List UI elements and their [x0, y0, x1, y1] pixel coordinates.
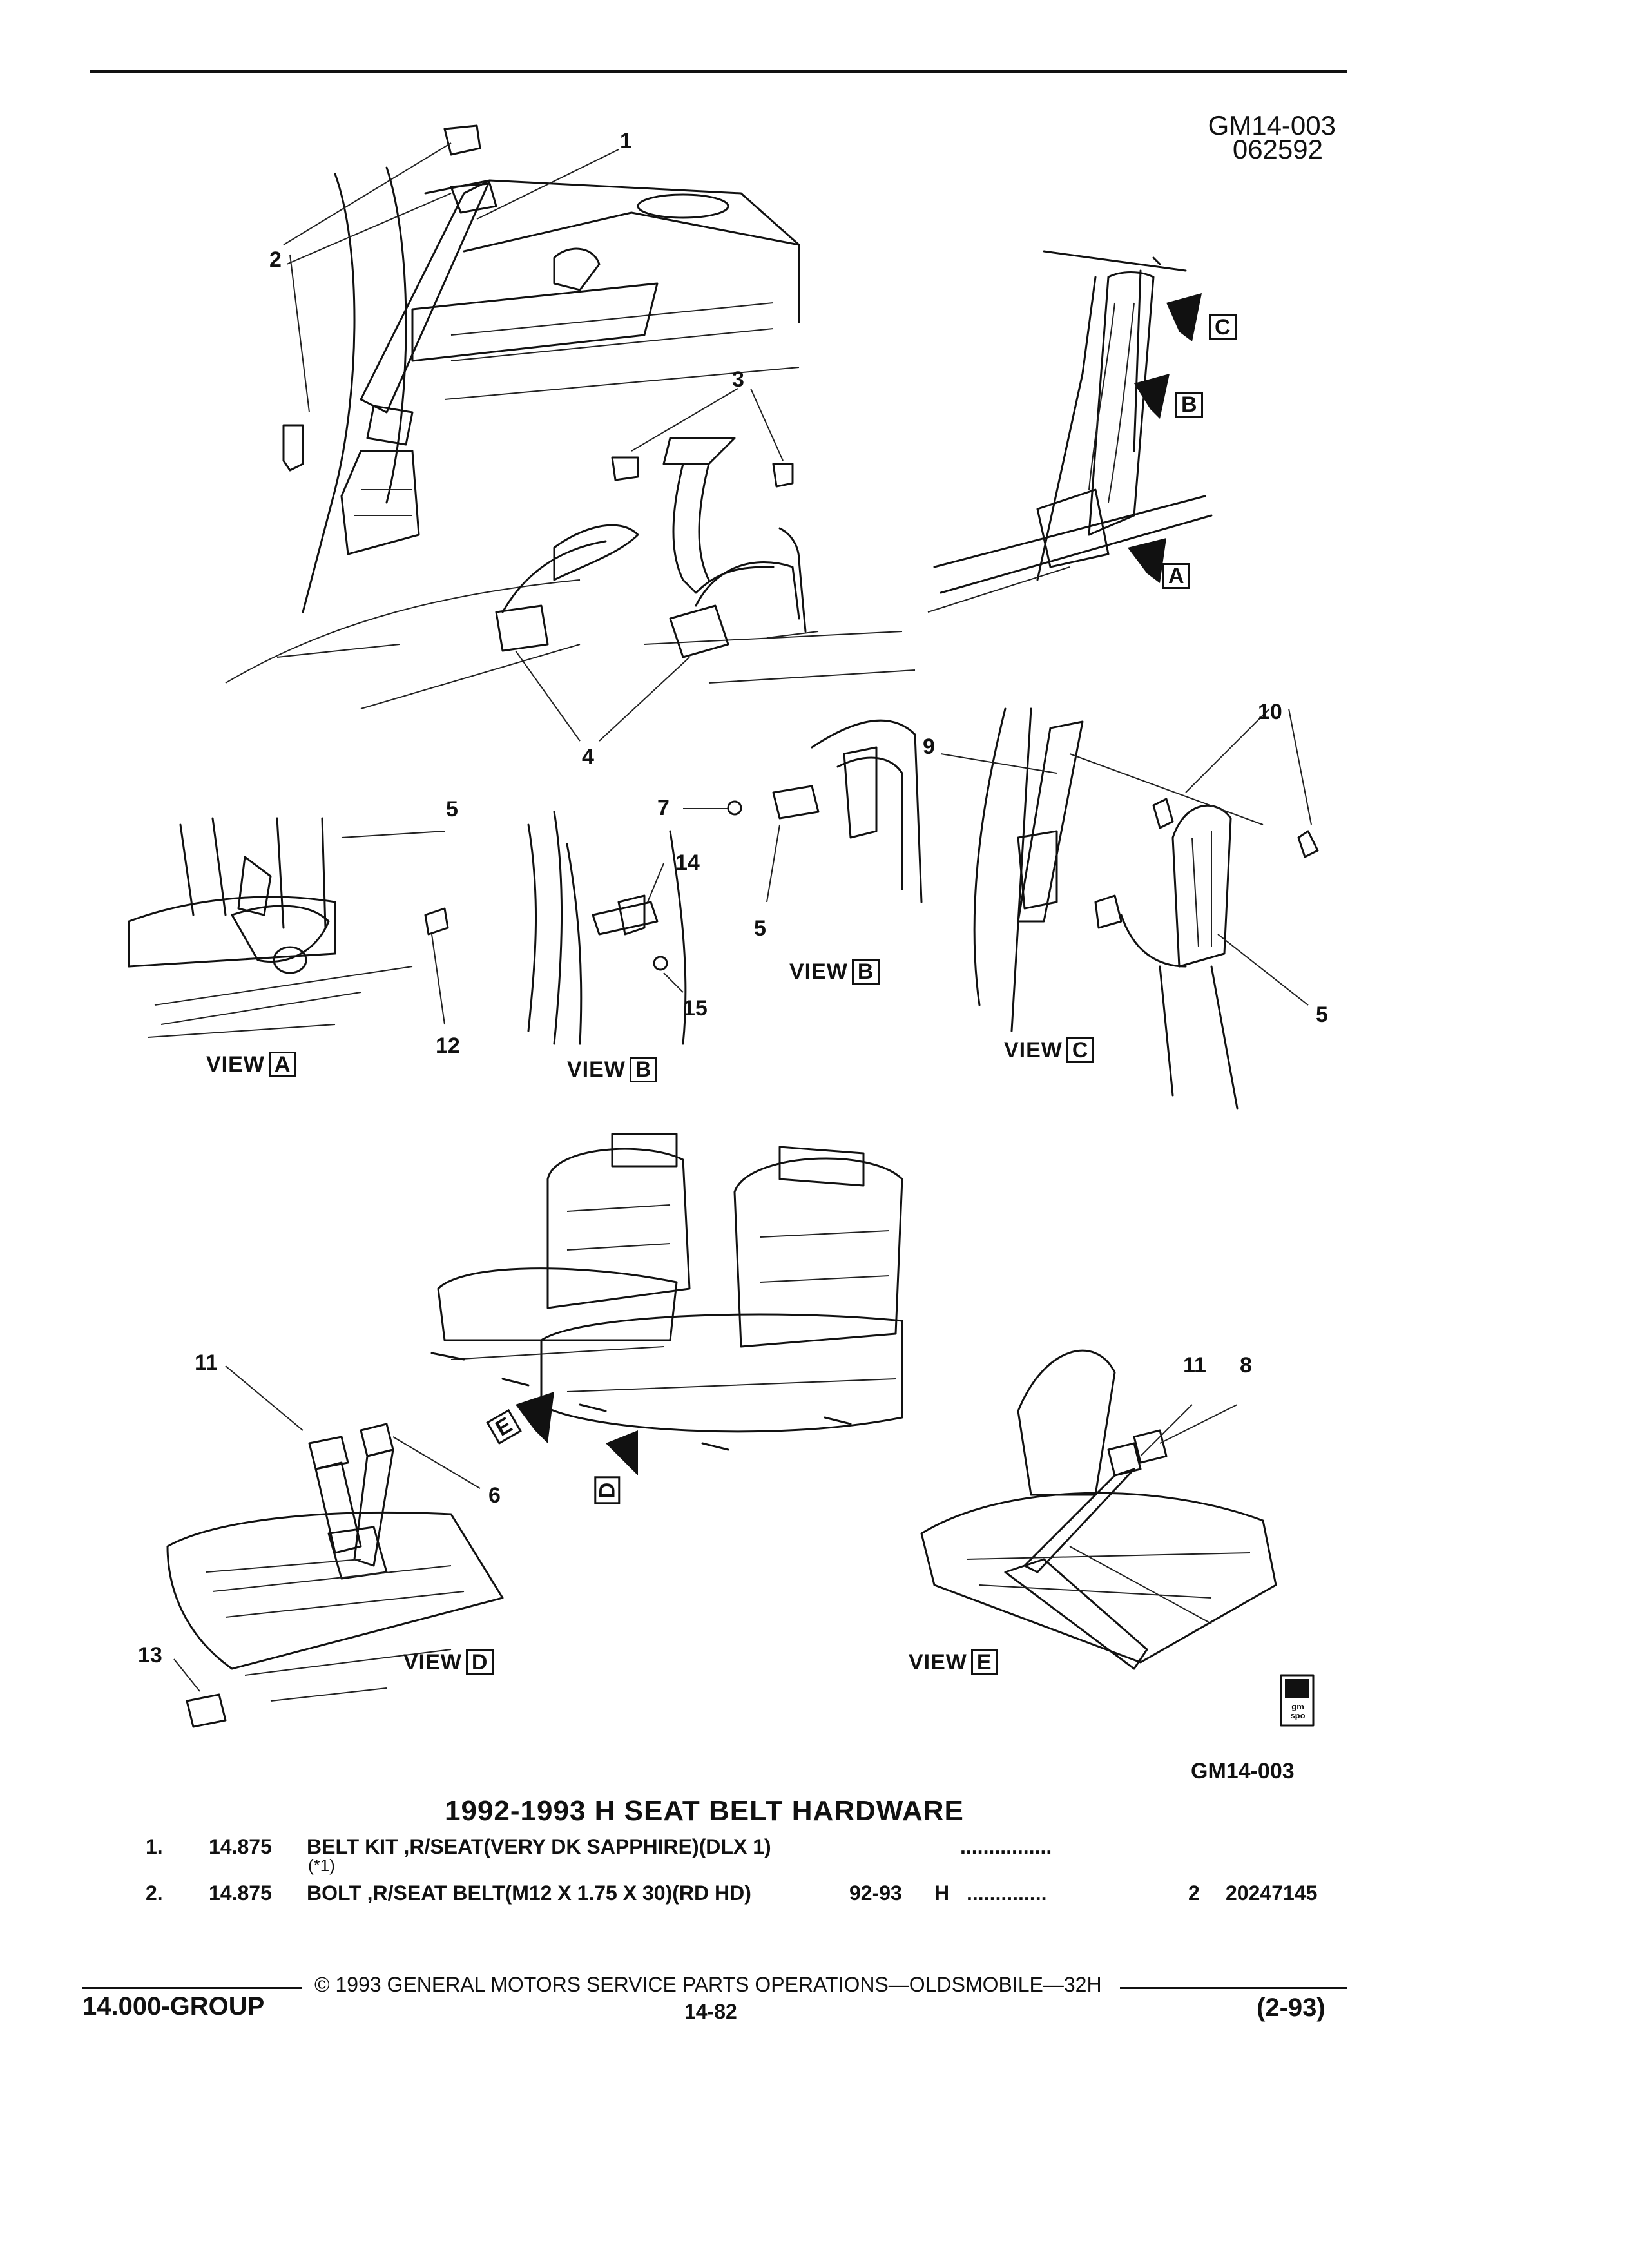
row-1-num: 1. — [146, 1835, 163, 1858]
callout-7: 7 — [657, 796, 670, 820]
callout-14: 14 — [675, 850, 700, 875]
callout-5-view-c: 5 — [1316, 1003, 1328, 1027]
row-2-years: 92-93 — [849, 1881, 902, 1905]
footer-rule-right — [1120, 1987, 1347, 1989]
view-b-right-drawing — [683, 719, 923, 903]
marker-a: A — [1159, 563, 1190, 589]
callout-3: 3 — [732, 367, 744, 392]
view-c-drawing — [940, 707, 1319, 1110]
gm-spo-logo — [1280, 1674, 1315, 1727]
callout-4: 4 — [582, 745, 594, 769]
gm-spo-logo-text: gm spo — [1290, 1702, 1306, 1720]
view-e-drawing — [920, 1349, 1277, 1670]
row-2-series: H — [934, 1881, 950, 1905]
view-b-left-drawing — [527, 811, 687, 1045]
callout-9: 9 — [923, 735, 935, 759]
page-number: 14-82 — [684, 2000, 737, 2023]
row-2-desc: BOLT ,R/SEAT BELT(M12 X 1.75 X 30)(RD HD… — [307, 1881, 751, 1905]
row-1-code: 14.875 — [209, 1835, 272, 1858]
top-rule — [90, 70, 1347, 73]
callout-11-view-d: 11 — [195, 1350, 218, 1375]
callout-13: 13 — [138, 1643, 162, 1667]
callout-8: 8 — [1240, 1353, 1252, 1378]
row-2-part-no: 20247145 — [1226, 1881, 1318, 1905]
copyright-line: © 1993 GENERAL MOTORS SERVICE PARTS OPER… — [314, 1973, 1102, 1996]
revision-code: (2-93) — [1257, 1994, 1325, 2022]
marker-d: D — [594, 1476, 621, 1508]
figure-ref-bottom: GM14-003 — [1191, 1759, 1295, 1783]
row-2-qty: 2 — [1188, 1881, 1200, 1905]
callout-5-view-a: 5 — [446, 797, 458, 822]
footer-rule-left — [82, 1987, 302, 1989]
callout-2: 2 — [269, 247, 282, 272]
callout-11-view-e: 11 — [1183, 1353, 1206, 1378]
callout-12: 12 — [436, 1033, 460, 1058]
marker-c: C — [1205, 314, 1237, 340]
pillar-view-drawing — [927, 250, 1213, 613]
marker-b: B — [1171, 392, 1203, 418]
bench-seat-drawing — [430, 1133, 903, 1475]
view-a-drawing — [128, 817, 449, 1038]
view-d-drawing — [166, 1365, 504, 1728]
callout-5-view-b: 5 — [754, 916, 766, 941]
row-1-note: (*1) — [308, 1856, 335, 1875]
date-code: 062592 — [1232, 134, 1323, 164]
callout-10: 10 — [1258, 700, 1282, 724]
callout-6: 6 — [488, 1483, 501, 1508]
row-1-desc: BELT KIT ,R/SEAT(VERY DK SAPPHIRE)(DLX 1… — [307, 1835, 771, 1858]
row-2-dots: .............. — [967, 1881, 1047, 1905]
row-2-code: 14.875 — [209, 1881, 272, 1905]
callout-1: 1 — [620, 129, 632, 153]
group-label: 14.000-GROUP — [82, 1992, 265, 2021]
row-1-dots: ................ — [960, 1835, 1052, 1858]
parts-title: 1992-1993 H SEAT BELT HARDWARE — [445, 1795, 964, 1827]
ref-code: GM14-003 — [1208, 110, 1336, 140]
row-2-num: 2. — [146, 1881, 163, 1905]
callout-15: 15 — [683, 996, 708, 1021]
rear-interior-drawing — [225, 124, 916, 742]
